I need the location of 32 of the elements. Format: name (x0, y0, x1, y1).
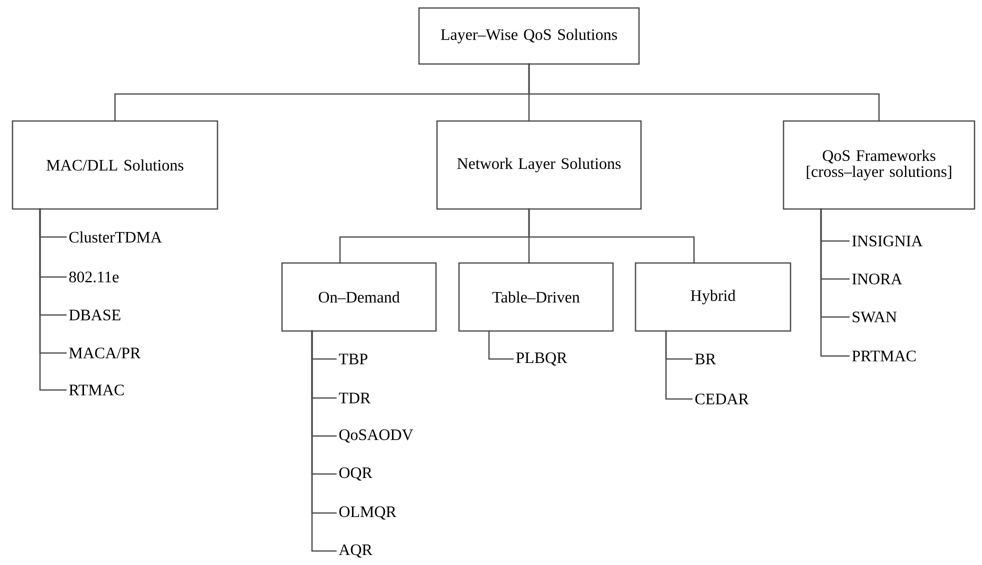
leaf-label: MACA/PR (69, 348, 141, 358)
connector-line (311, 330, 337, 552)
connector-line (820, 208, 850, 357)
connector-line (39, 208, 67, 391)
connector-line (665, 330, 693, 400)
connector-line (528, 63, 880, 122)
connector-line (528, 208, 695, 264)
leaf-label: RTMAC (69, 384, 124, 396)
category-box: Layer–Wise QoS Solutions (418, 7, 640, 65)
category-box: On–Demand (281, 262, 437, 332)
leaf-label: QoSAODV (339, 429, 414, 443)
leaf-label: TBP (338, 354, 368, 364)
category-box: QoS Frameworks [cross–layer solutions] (782, 120, 976, 210)
leaf-label: TDR (338, 392, 371, 404)
leaf-label: CEDAR (695, 394, 749, 404)
leaf-label: 802.11e (69, 272, 119, 282)
category-box: Table–Driven (458, 262, 614, 332)
leaf-label: OQR (339, 467, 372, 481)
category-box: Network Layer Solutions (436, 120, 642, 210)
leaf-label: PRTMAC (852, 350, 916, 362)
leaf-label: INORA (852, 274, 902, 284)
category-box: MAC/DLL Solutions (12, 120, 218, 210)
leaf-label: DBASE (69, 310, 120, 320)
connector-line (488, 330, 514, 360)
category-box: Hybrid (634, 262, 792, 332)
leaf-label: ClusterTDMA (69, 231, 162, 243)
leaf-label: OLMQR (339, 506, 396, 520)
leaf-label: INSIGNIA (852, 236, 923, 246)
leaf-label: BR (695, 354, 716, 364)
leaf-label: AQR (338, 544, 372, 558)
leaf-label: SWAN (852, 312, 897, 322)
leaf-label: PLBQR (516, 352, 568, 366)
